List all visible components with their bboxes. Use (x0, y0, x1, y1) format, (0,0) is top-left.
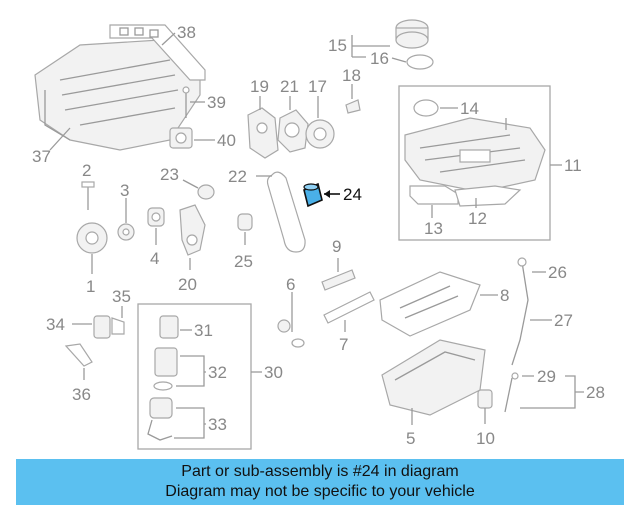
part-oil-filter-32 (153, 347, 178, 391)
part-sensor-40 (169, 127, 193, 149)
callout-30: 30 (264, 363, 283, 382)
callout-16: 16 (370, 49, 389, 68)
callout-15: 15 (328, 36, 347, 55)
callout-12: 12 (468, 209, 487, 228)
callout-6: 6 (286, 275, 295, 294)
callout-40: 40 (217, 131, 236, 150)
part-manifold-gasket (109, 24, 206, 81)
callout-32: 32 (208, 363, 227, 382)
part-baffle-8 (379, 271, 481, 337)
part-bracket-34 (93, 315, 125, 339)
part-roller-25 (237, 213, 253, 231)
callout-39: 39 (207, 93, 226, 112)
callout-33: 33 (208, 415, 227, 434)
callout-25: 25 (234, 252, 253, 271)
part-sprocket-17 (305, 119, 335, 149)
part-timing-belt-22 (266, 171, 306, 253)
part-bolt-2 (81, 181, 95, 210)
callout-38: 38 (177, 23, 196, 42)
part-sprocket-3 (117, 223, 135, 241)
callout-7: 7 (339, 335, 348, 354)
callout-34: 34 (46, 315, 65, 334)
part-tensioner-arm-20 (179, 204, 206, 256)
part-sensor-10 (477, 389, 493, 409)
part-oil-pan-5 (381, 339, 486, 416)
callout-13: 13 (424, 219, 443, 238)
callout-27: 27 (554, 311, 573, 330)
callout-10: 10 (476, 429, 495, 448)
part-valve-cover (404, 99, 546, 193)
callout-4: 4 (150, 249, 159, 268)
part-timing-cover-19 (247, 107, 279, 159)
callout-2: 2 (82, 161, 91, 180)
callout-11: 11 (564, 156, 582, 175)
part-filter-cap-33 (147, 397, 173, 441)
part-pulley-1 (76, 222, 108, 254)
callout-29: 29 (537, 367, 556, 386)
callout-31: 31 (194, 321, 213, 340)
info-banner: Part or sub-assembly is #24 in diagram D… (16, 459, 624, 505)
part-dipstick (504, 372, 519, 413)
part-valve-cover-gasket (409, 185, 522, 207)
part-gear-21 (277, 109, 309, 153)
part-tensioner-4 (147, 207, 165, 227)
part-intake-manifold (34, 39, 201, 151)
callout-22: 22 (228, 167, 247, 186)
callout-35: 35 (112, 287, 131, 306)
callout-26: 26 (548, 263, 567, 282)
part-18 (345, 99, 361, 114)
callout-1: 1 (86, 277, 95, 296)
part-bracket-36 (64, 343, 93, 367)
part-plug-6 (277, 319, 305, 348)
callout-24: 24 (343, 185, 362, 204)
part-plate-9 (321, 269, 356, 291)
group-box-30 (137, 303, 252, 450)
part-dipstick-tube (511, 257, 529, 366)
parts-diagram: 37 38 39 40 19 21 17 (32, 19, 605, 450)
callout-18: 18 (342, 66, 361, 85)
callout-23: 23 (160, 165, 179, 184)
part-24-highlighted (303, 182, 323, 208)
part-bolt-39 (182, 86, 190, 118)
callout-8: 8 (500, 286, 509, 305)
part-gasket-7 (323, 291, 375, 324)
part-filter-housing-31 (159, 315, 179, 339)
callout-37: 37 (32, 147, 51, 166)
callout-14: 14 (460, 99, 479, 118)
callout-3: 3 (120, 181, 129, 200)
callout-36: 36 (72, 385, 91, 404)
callout-9: 9 (332, 237, 341, 256)
group-box-11 (398, 85, 551, 241)
part-idler-23 (197, 184, 215, 200)
callout-5: 5 (406, 429, 415, 448)
callout-28: 28 (586, 383, 605, 402)
callout-19: 19 (250, 77, 269, 96)
callout-21: 21 (280, 77, 299, 96)
banner-line-2: Diagram may not be specific to your vehi… (165, 483, 475, 500)
part-oil-cap (395, 19, 434, 70)
banner-line-1: Part or sub-assembly is #24 in diagram (181, 463, 459, 480)
callout-20: 20 (178, 275, 197, 294)
callout-17: 17 (308, 77, 327, 96)
